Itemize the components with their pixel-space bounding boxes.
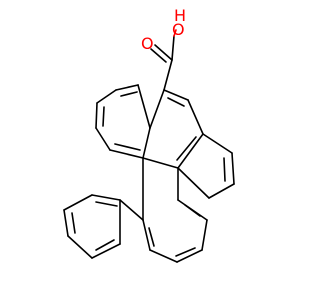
ring-carboxyl-bearing bbox=[142, 89, 204, 169]
chemical-structure-diagram: H O O bbox=[63, 6, 235, 263]
phenyl-substituent bbox=[63, 194, 144, 259]
hydroxyl-h-label: H bbox=[174, 6, 186, 25]
ring-lower bbox=[142, 157, 208, 263]
carbonyl-o-label: O bbox=[141, 34, 154, 53]
carboxyl-group bbox=[150, 29, 177, 91]
hydroxyl-o-label: O bbox=[172, 20, 185, 39]
ring-right bbox=[177, 133, 235, 199]
structure-canvas: H O O bbox=[63, 6, 235, 263]
hydroxyl-label: H O bbox=[172, 6, 186, 39]
ring-upper-left-benzo bbox=[95, 84, 151, 159]
